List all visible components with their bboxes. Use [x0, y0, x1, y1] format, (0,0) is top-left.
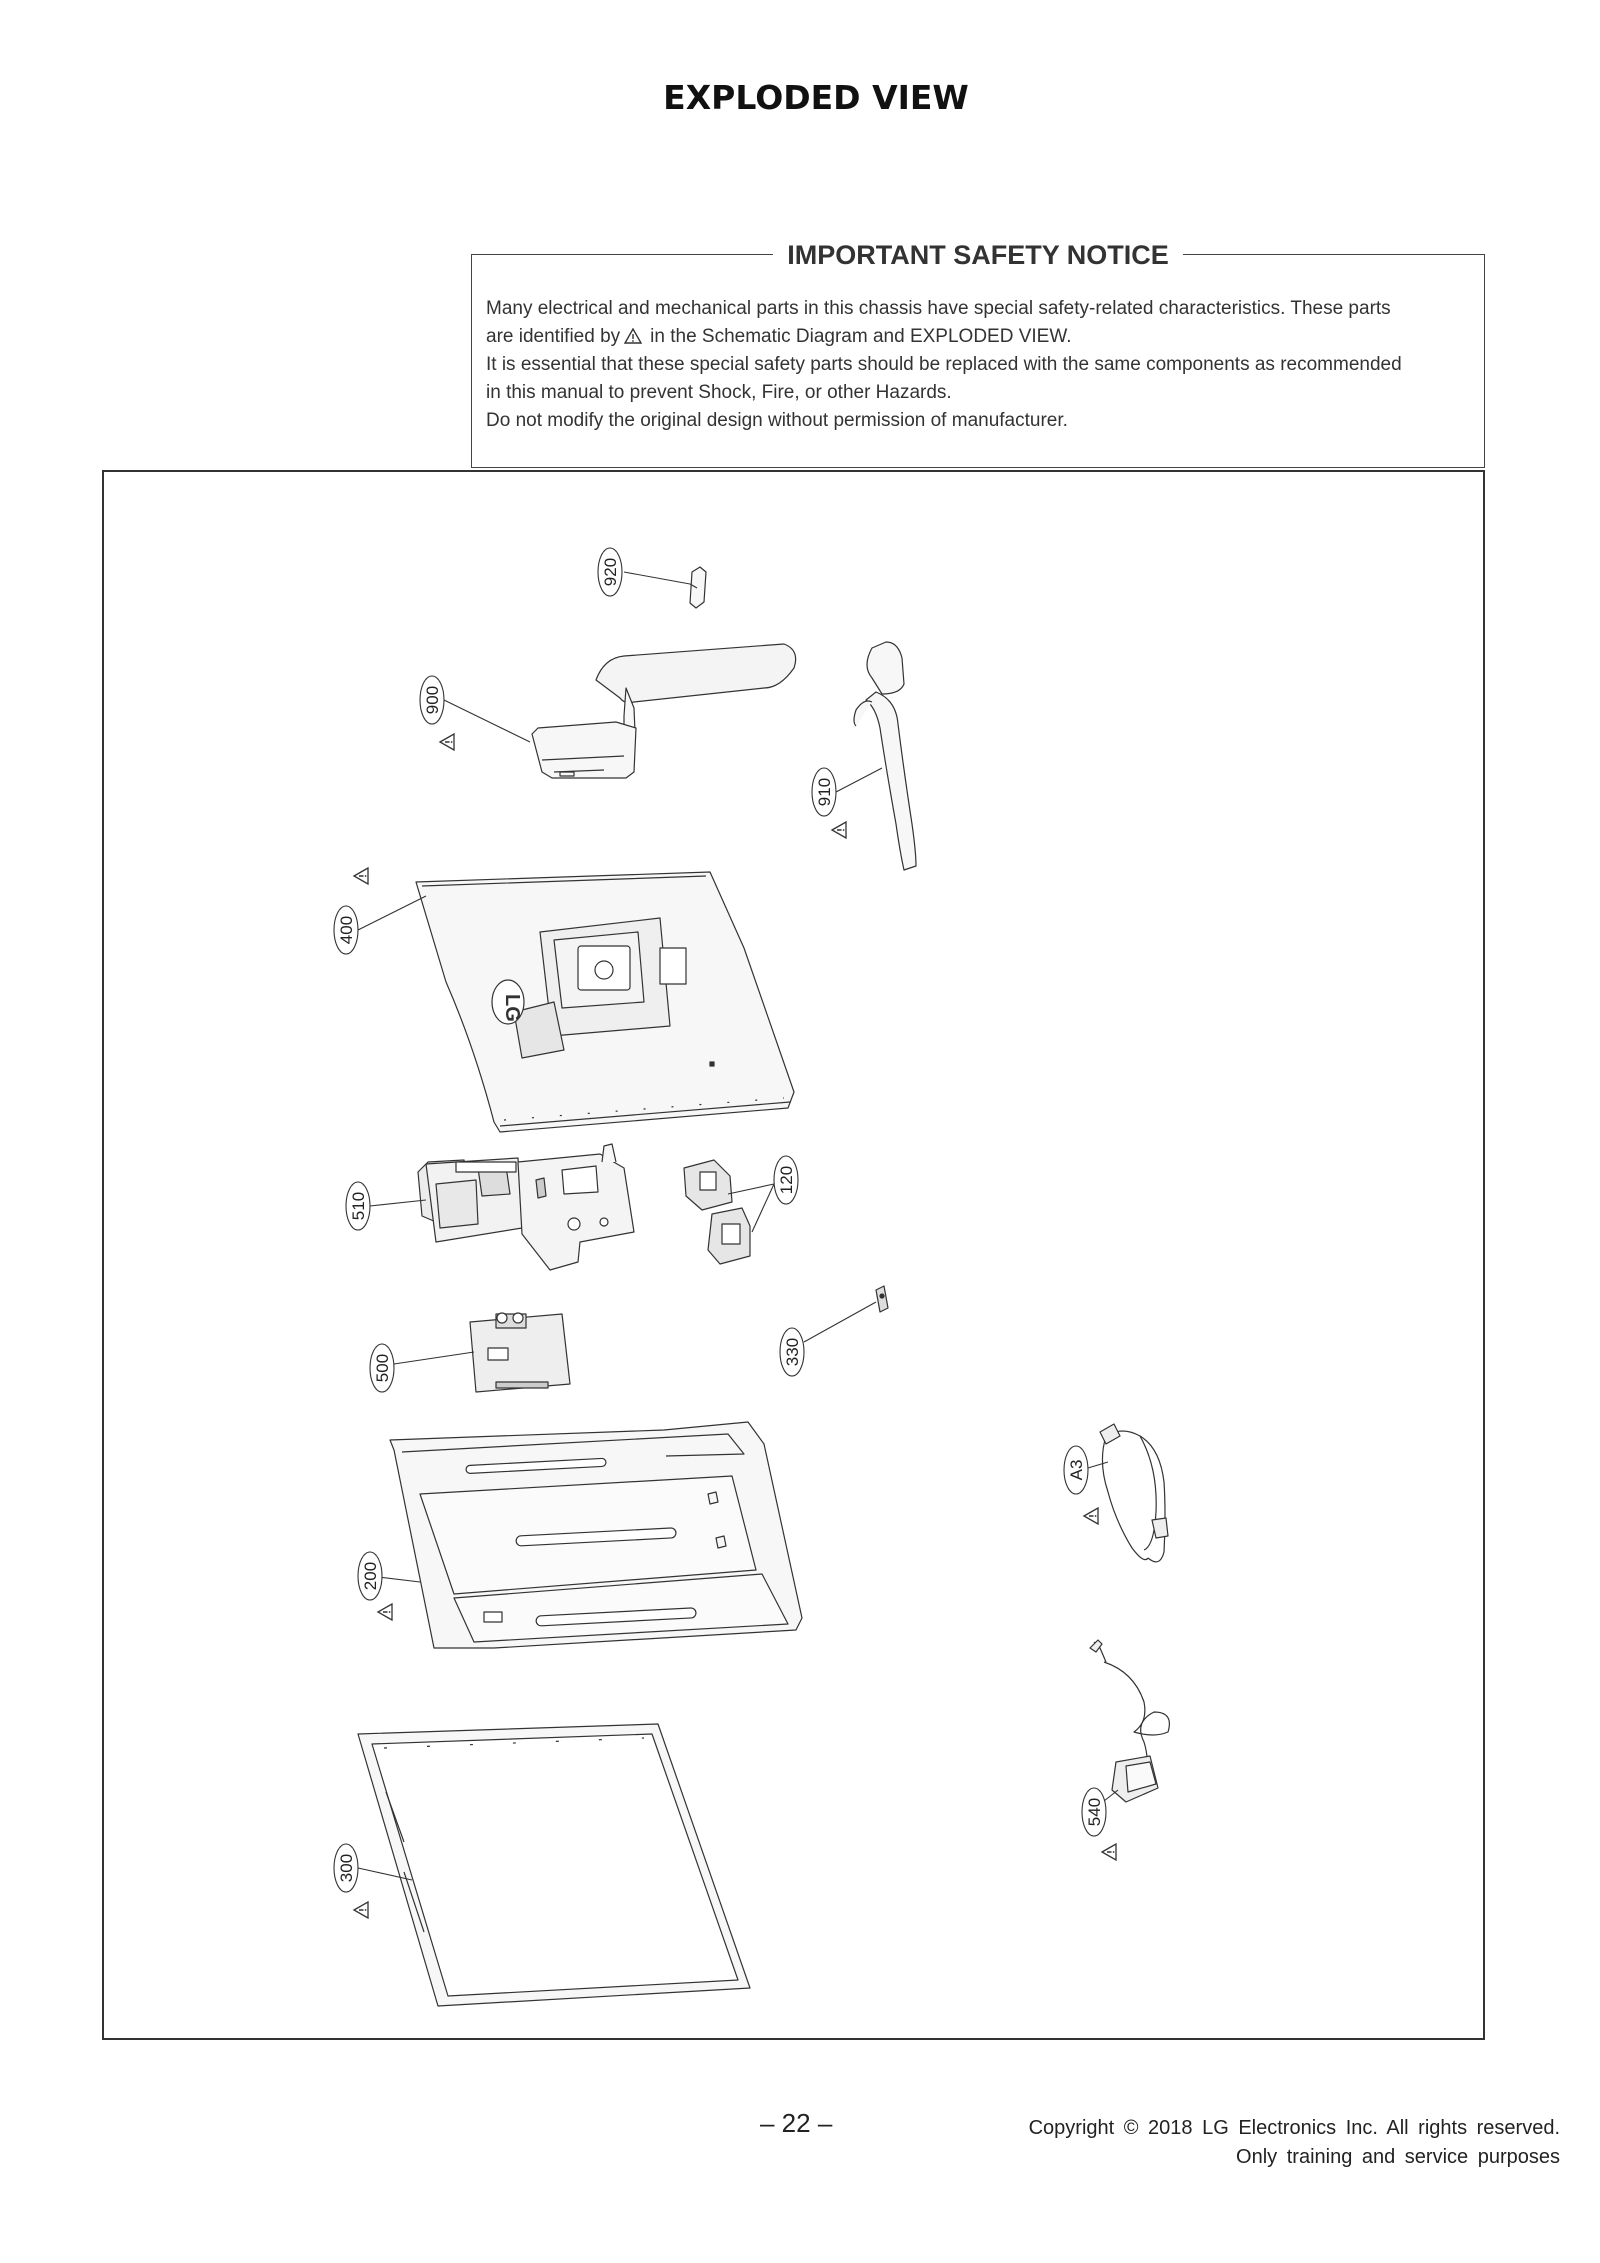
part-120-drawing: [683, 1159, 751, 1265]
svg-text:500: 500: [373, 1354, 392, 1382]
svg-text:120: 120: [777, 1166, 796, 1194]
safety-notice-box: IMPORTANT SAFETY NOTICE Many electrical …: [471, 240, 1485, 468]
part-540-drawing: [1089, 1639, 1170, 1803]
part-510-drawing: [417, 1143, 635, 1271]
page-number: – 22 –: [760, 2108, 833, 2138]
part-910-drawing: [853, 641, 917, 871]
notice-line-4: in this manual to prevent Shock, Fire, o…: [486, 382, 952, 403]
part-label-910: 910: [811, 767, 837, 817]
part-labels: 920 900 910 400 510 120: [333, 547, 1107, 1893]
svg-text:920: 920: [601, 558, 620, 586]
warning-triangle-icon-540: [1101, 1843, 1117, 1861]
warning-triangle-icon-a3: [1083, 1507, 1099, 1525]
safety-notice-title: IMPORTANT SAFETY NOTICE: [472, 240, 1484, 271]
warning-triangle-icon-400: [353, 867, 369, 885]
part-label-400: 400: [333, 905, 359, 955]
svg-text:510: 510: [349, 1192, 368, 1220]
part-300-drawing: [357, 1723, 751, 2007]
warning-triangle-icon-200: [377, 1603, 393, 1621]
svg-text:200: 200: [361, 1562, 380, 1590]
part-900-drawing: [531, 643, 797, 779]
part-920-drawing: [689, 566, 707, 609]
page-title: EXPLODED VIEW: [663, 78, 969, 117]
part-label-540: 540: [1081, 1787, 1107, 1837]
svg-text:540: 540: [1085, 1798, 1104, 1826]
part-label-120: 120: [773, 1155, 799, 1205]
parts-drawing: LG: [357, 566, 1170, 2007]
part-label-a3: A3: [1063, 1445, 1089, 1495]
part-label-330: 330: [779, 1327, 805, 1377]
exploded-view-diagram: LG: [102, 470, 1485, 2040]
svg-text:330: 330: [783, 1338, 802, 1366]
copyright-text: Copyright © 2018 LG Electronics Inc. All…: [1028, 2117, 1560, 2139]
warning-triangle-icon-910: [831, 821, 847, 839]
svg-text:A3: A3: [1067, 1460, 1086, 1481]
purpose-text: Only training and service purposes: [1236, 2146, 1560, 2168]
warning-triangle-icon-900: [439, 733, 455, 751]
part-label-200: 200: [357, 1551, 383, 1601]
part-label-510: 510: [345, 1181, 371, 1231]
notice-line-1: Many electrical and mechanical parts in …: [486, 298, 1391, 319]
part-500-drawing: [469, 1312, 571, 1393]
notice-line-5: Do not modify the original design withou…: [486, 410, 1068, 431]
part-a3-drawing: [1099, 1423, 1169, 1563]
notice-line-3: It is essential that these special safet…: [486, 354, 1402, 375]
warning-triangle-icon-300: [353, 1901, 369, 1919]
exploded-view-svg: LG: [333, 547, 1170, 2007]
svg-text:300: 300: [337, 1854, 356, 1882]
part-label-500: 500: [369, 1343, 395, 1393]
safety-notice-body: Many electrical and mechanical parts in …: [486, 295, 1470, 435]
svg-text:900: 900: [423, 686, 442, 714]
part-label-920: 920: [597, 547, 623, 597]
svg-text:910: 910: [815, 778, 834, 806]
part-400-drawing: LG: [415, 871, 795, 1133]
svg-text:400: 400: [337, 916, 356, 944]
leader-lines: [357, 571, 1119, 1881]
copyright-footer: Copyright © 2018 LG Electronics Inc. All…: [1029, 2114, 1560, 2172]
part-330-drawing: [875, 1285, 889, 1313]
warning-triangle-icon: [624, 328, 643, 344]
part-200-drawing: [389, 1421, 803, 1649]
part-label-300: 300: [333, 1843, 359, 1893]
lg-logo: LG: [501, 994, 523, 1022]
part-label-900: 900: [419, 675, 445, 725]
